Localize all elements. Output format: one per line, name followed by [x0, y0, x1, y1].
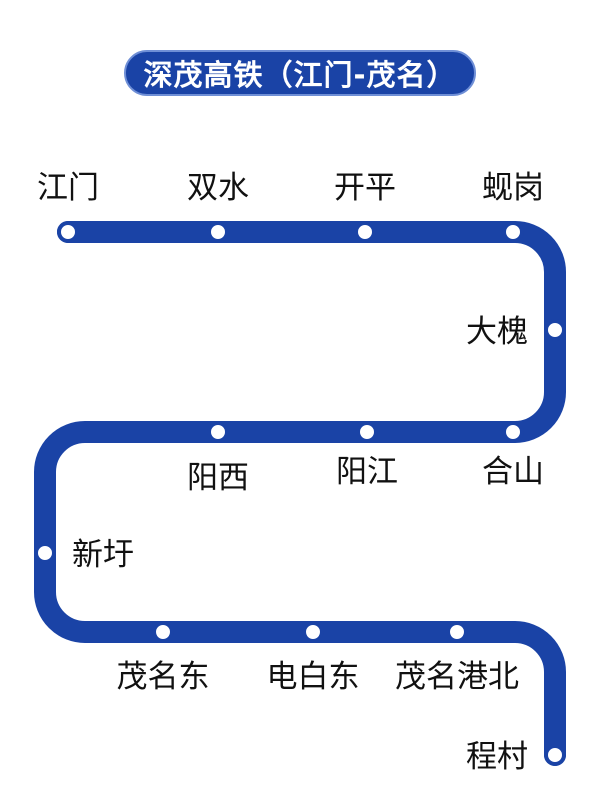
station-4: 大槐 — [466, 314, 566, 350]
station-2: 开平 — [334, 170, 396, 243]
station-3: 蚬岗 — [482, 170, 544, 243]
station-5: 合山 — [482, 421, 544, 490]
station-marker — [446, 621, 468, 643]
station-marker — [207, 421, 229, 443]
stations-layer: 江门 双水 开平 蚬岗大槐合山 阳江 阳西新圩茂名东 电白东茂名港北程村 — [34, 170, 566, 775]
station-marker — [356, 421, 378, 443]
station-9: 茂名东 — [117, 621, 210, 695]
station-label: 阳西 — [187, 460, 249, 496]
station-10: 电白东 — [267, 621, 360, 695]
title-banner: 深茂高铁（江门-茂名） — [124, 50, 476, 96]
station-1: 双水 — [187, 170, 249, 243]
station-label: 合山 — [482, 454, 544, 490]
station-marker — [34, 542, 56, 564]
station-label: 大槐 — [466, 314, 528, 350]
station-marker — [152, 621, 174, 643]
station-marker — [544, 319, 566, 341]
station-marker — [207, 221, 229, 243]
diagram-title: 深茂高铁（江门-茂名） — [143, 58, 457, 92]
station-label: 茂名港北 — [395, 659, 519, 695]
station-label: 电白东 — [267, 659, 360, 695]
station-marker — [354, 221, 376, 243]
station-6: 阳江 — [336, 421, 398, 490]
station-7: 阳西 — [187, 421, 249, 496]
station-marker — [544, 744, 566, 766]
station-label: 双水 — [187, 170, 249, 206]
station-12: 程村 — [466, 739, 566, 775]
station-label: 阳江 — [336, 454, 398, 490]
station-marker — [57, 221, 79, 243]
station-marker — [502, 221, 524, 243]
station-label: 蚬岗 — [482, 170, 544, 206]
station-label: 新圩 — [72, 537, 134, 573]
station-label: 茂名东 — [117, 659, 210, 695]
station-label: 江门 — [37, 170, 99, 206]
station-0: 江门 — [37, 170, 99, 243]
station-11: 茂名港北 — [395, 621, 519, 695]
station-8: 新圩 — [34, 537, 134, 573]
station-marker — [502, 421, 524, 443]
route-line — [34, 221, 566, 766]
station-label: 程村 — [466, 739, 528, 775]
station-marker — [302, 621, 324, 643]
station-label: 开平 — [334, 170, 396, 206]
